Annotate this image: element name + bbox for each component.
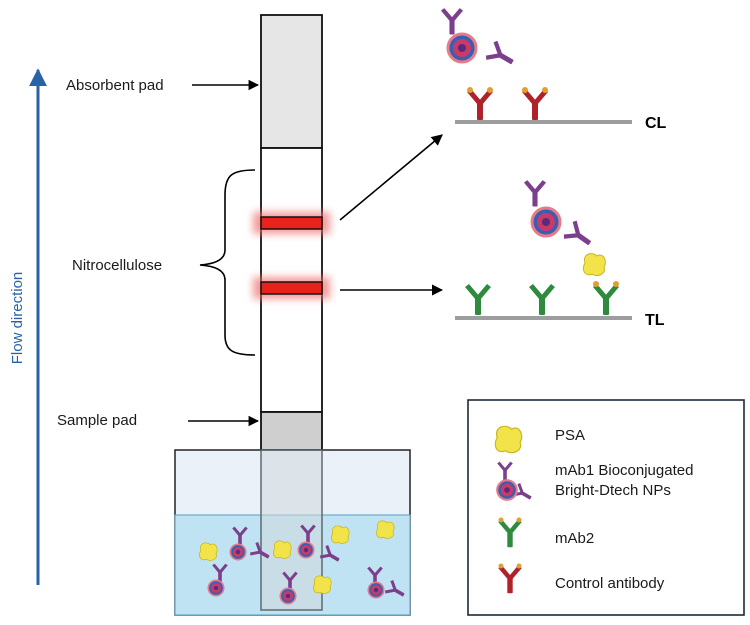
sample-pad [260, 411, 323, 451]
absorbent-pad [260, 14, 323, 149]
control-antibody-2 [522, 89, 548, 120]
control-line-label: CL [645, 115, 667, 132]
legend-control-antibody-label: Control antibody [555, 575, 665, 592]
flow-direction-label: Flow direction [9, 272, 26, 365]
captured-psa [582, 253, 606, 277]
legend-mab2-label: mAb2 [555, 530, 594, 547]
control-antibody-1 [467, 89, 493, 120]
mab2-antibody-3 [593, 284, 619, 315]
psa-antigen-icon [494, 425, 523, 454]
legend-psa-label: PSA [555, 427, 585, 444]
test-line-band [260, 281, 323, 295]
sample-pad-label: Sample pad [57, 412, 137, 429]
control-line-band [260, 216, 323, 230]
nitrocellulose-brace [199, 169, 256, 356]
mab2-antibody-2 [529, 284, 555, 315]
legend-bioconjugate-label-2: Bright-Dtech NPs [555, 482, 671, 499]
mab2-antibody-1 [465, 284, 491, 315]
control-line-zoom-arrow [339, 134, 443, 221]
nitrocellulose-label: Nitrocellulose [72, 257, 162, 274]
tl-bioconjugate [523, 180, 597, 253]
test-line-label: TL [645, 312, 665, 329]
legend-bioconjugate-label-1: mAb1 Bioconjugated [555, 462, 693, 479]
absorbent-pad-label: Absorbent pad [66, 77, 164, 94]
cl-bioconjugate [440, 8, 519, 72]
